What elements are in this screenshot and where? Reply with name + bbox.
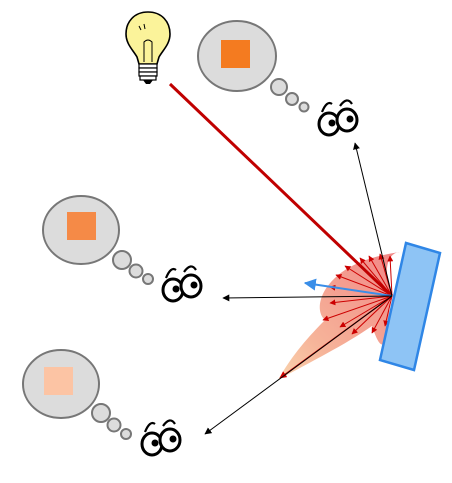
thought-bubble-icon <box>197 20 310 113</box>
diffuse-arrow <box>371 295 393 334</box>
view-ray-top <box>353 142 393 297</box>
diffuse-arrow <box>368 255 393 297</box>
diffuse-arrow <box>329 295 393 306</box>
observer-bottom <box>22 349 182 457</box>
reflecting-surface <box>378 241 442 372</box>
specular-ray <box>303 278 393 297</box>
diffuse-arrow <box>387 255 394 297</box>
diffuse-arrow <box>351 295 393 335</box>
diffuse-arrow <box>344 265 393 297</box>
diffuse-arrow <box>335 274 393 297</box>
thought-bubble-icon <box>42 195 154 285</box>
diffuse-arrow <box>322 295 393 322</box>
observer-top <box>197 20 359 137</box>
diffuse-arrow <box>339 295 393 328</box>
view-rays <box>204 142 393 435</box>
view-ray-middle <box>222 294 393 302</box>
observer-middle <box>42 195 203 303</box>
view-ray-bottom <box>204 295 393 435</box>
observed-color-swatch <box>67 212 96 240</box>
reflection-lobe-shape <box>278 252 400 380</box>
surface-panel <box>378 241 442 372</box>
thought-bubble-icon <box>22 349 132 440</box>
light-bulb-icon <box>125 11 171 84</box>
eyes-icon <box>317 99 359 137</box>
reflection-lobe <box>278 252 400 380</box>
eyes-icon <box>161 265 203 303</box>
observed-color-swatch <box>221 40 250 68</box>
incident-ray <box>168 82 394 298</box>
diffuse-arrow <box>383 295 393 327</box>
eyes-icon <box>140 419 182 457</box>
observed-color-swatch <box>44 367 73 395</box>
